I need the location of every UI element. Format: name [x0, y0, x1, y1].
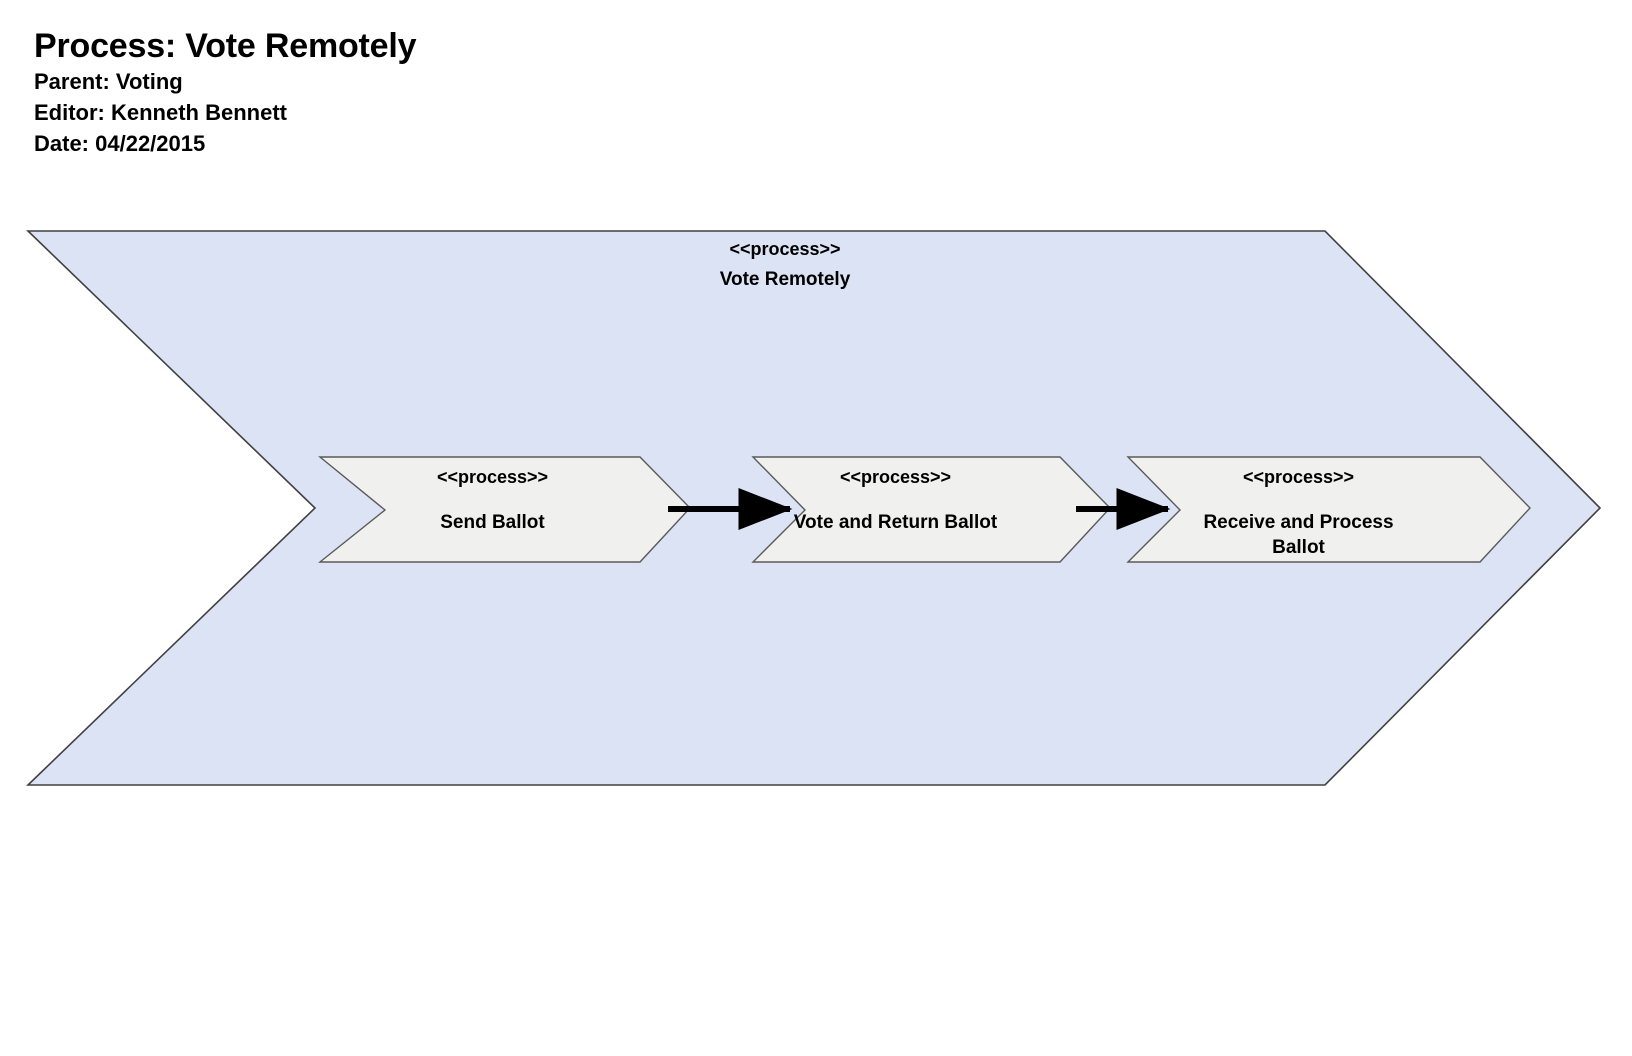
parent-label: Parent: Voting — [34, 69, 183, 95]
step-chevron-receive-and-process-ballot[interactable] — [1126, 456, 1531, 563]
step-chevron-send-ballot[interactable] — [318, 456, 691, 563]
date-label: Date: 04/22/2015 — [34, 131, 206, 157]
diagram-header: Process: Vote Remotely Parent: Voting Ed… — [34, 26, 734, 159]
page-title: Process: Vote Remotely — [34, 27, 417, 65]
step-chevron-vote-and-return-ballot[interactable] — [751, 456, 1111, 563]
editor-label: Editor: Kenneth Bennett — [34, 100, 287, 126]
